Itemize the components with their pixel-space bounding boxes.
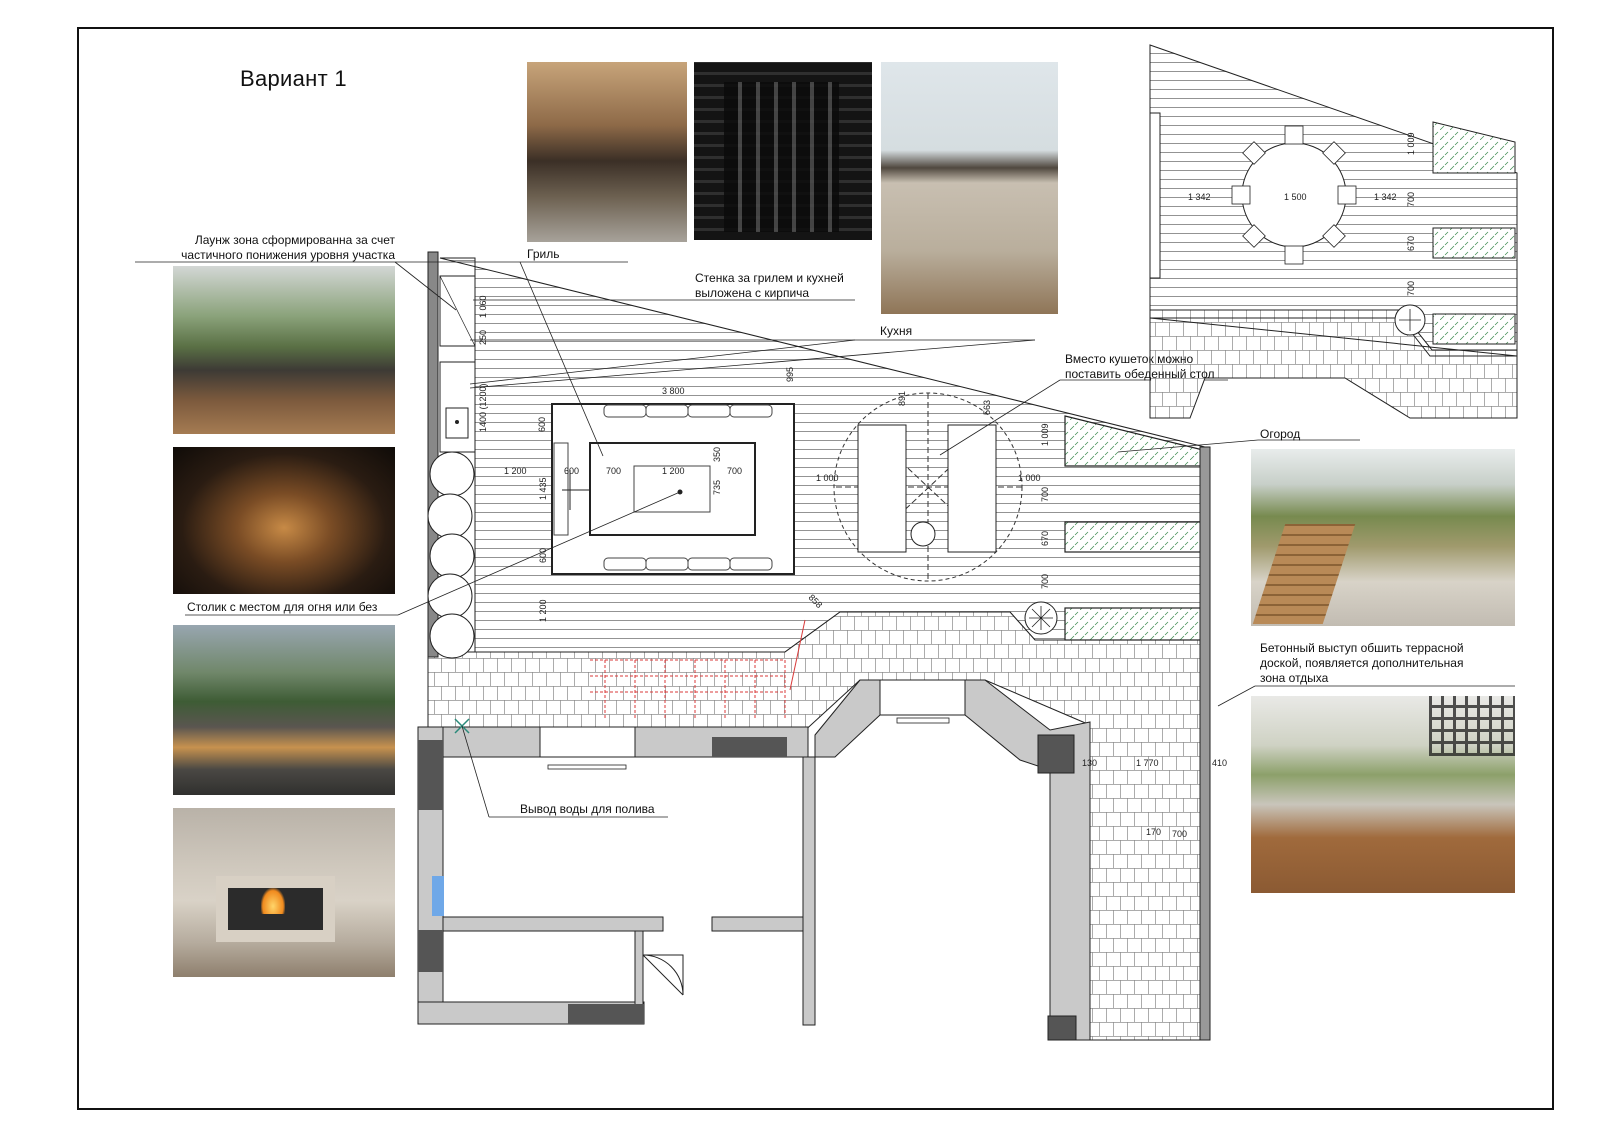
dim-600c: 600	[538, 548, 548, 563]
house-walls	[417, 726, 816, 1026]
dim-410: 410	[1212, 758, 1227, 768]
dim-1060: 1 060	[478, 295, 488, 318]
grill-counter	[439, 275, 476, 347]
dim-1200b: 1 200	[538, 599, 548, 622]
photo-brick-wall	[694, 62, 872, 240]
label-grill: Гриль	[527, 247, 560, 261]
dim-170: 170	[1146, 827, 1161, 837]
photo-concrete-bench	[1251, 696, 1515, 893]
inset-dining-plan	[1149, 44, 1518, 419]
label-lounge-line2: частичного понижения уровня участка	[181, 248, 395, 262]
dim-700a: 700	[606, 466, 621, 476]
concrete-ledge	[1199, 446, 1211, 1041]
photo-sunken-lounge	[173, 266, 395, 434]
kitchen-counter	[439, 361, 476, 453]
label-water: Вывод воды для полива	[520, 802, 655, 816]
label-table: Столик с местом для огня или без	[187, 600, 378, 614]
dim-1200c: 1 200	[662, 466, 685, 476]
dim-1009b: 1 009	[1406, 132, 1416, 155]
dim-700c: 700	[1040, 487, 1050, 502]
dim-1342b: 1 342	[1374, 192, 1397, 202]
dim-700d: 700	[1040, 574, 1050, 589]
dim-563: 563	[982, 400, 992, 415]
label-concrete-line2: доской, появляется дополнительная	[1260, 656, 1464, 670]
dim-130: 130	[1082, 758, 1097, 768]
photo-gas-firepit	[173, 808, 395, 977]
dim-250: 250	[478, 330, 488, 345]
dim-1770: 1 770	[1136, 758, 1159, 768]
label-couches-line2: поставить обеденный стол	[1065, 367, 1215, 381]
label-kitchen: Кухня	[880, 324, 913, 338]
dim-600a: 600	[537, 417, 547, 432]
label-concrete-line1: Бетонный выступ обшить террасной	[1260, 641, 1464, 655]
label-lounge: Лаунж зона сформированна за счет частичн…	[140, 233, 395, 263]
couch-area	[833, 392, 1023, 582]
dim-1000b: 1 000	[1018, 473, 1041, 483]
sunken-lounge	[551, 403, 795, 575]
bay-window	[814, 679, 1091, 1041]
dim-600b: 600	[564, 466, 579, 476]
dim-700b: 700	[727, 466, 742, 476]
label-concrete-line3: зона отдыха	[1260, 671, 1329, 685]
dim-700e: 700	[1172, 829, 1187, 839]
dim-670a: 670	[1040, 531, 1050, 546]
brick-wall-strip	[427, 251, 439, 658]
dim-1009a: 1 009	[1040, 423, 1050, 446]
dim-700f: 700	[1406, 192, 1416, 207]
shrub-row	[427, 451, 475, 659]
label-wall-line2: выложена с кирпича	[695, 286, 810, 300]
photo-raised-planter	[1251, 449, 1515, 626]
dim-1435: 1 435	[538, 477, 548, 500]
paved-area	[427, 611, 1206, 1041]
dimensions: 1 060 250 1400 (1200) 600 1 200 600 1 43…	[478, 132, 1416, 839]
label-concrete: Бетонный выступ обшить террасной доской,…	[1260, 641, 1464, 686]
steps-to-deck	[590, 619, 806, 718]
label-wall: Стенка за грилем и кухней выложена с кир…	[695, 271, 844, 301]
label-wall-line1: Стенка за грилем и кухней	[695, 271, 844, 285]
dim-1000a: 1 000	[816, 473, 839, 483]
photo-grill	[527, 62, 687, 242]
dim-670b: 670	[1406, 236, 1416, 251]
dim-3800: 3 800	[662, 386, 685, 396]
label-couches-line1: Вместо кушеток можно	[1065, 352, 1194, 366]
label-couches: Вместо кушеток можно поставить обеденный…	[1065, 352, 1215, 382]
photo-outdoor-kitchen	[881, 62, 1058, 314]
dim-1342a: 1 342	[1188, 192, 1211, 202]
dim-1200a: 1 200	[504, 466, 527, 476]
dim-735: 735	[712, 480, 722, 495]
photo-people-fire-table	[173, 625, 395, 795]
dim-995: 995	[785, 367, 795, 382]
tree-symbol	[1024, 601, 1058, 635]
dim-700g: 700	[1406, 281, 1416, 296]
dim-350: 350	[712, 447, 722, 462]
label-lounge-line1: Лаунж зона сформированна за счет	[194, 233, 395, 247]
page-title: Вариант 1	[240, 66, 347, 91]
photo-lit-firepit-lounge	[173, 447, 395, 594]
sheet-frame	[77, 27, 1554, 1110]
dim-1400: 1400 (1200)	[478, 383, 488, 432]
label-garden: Огород	[1260, 427, 1301, 441]
dim-1500: 1 500	[1284, 192, 1307, 202]
dim-891: 891	[897, 391, 907, 406]
